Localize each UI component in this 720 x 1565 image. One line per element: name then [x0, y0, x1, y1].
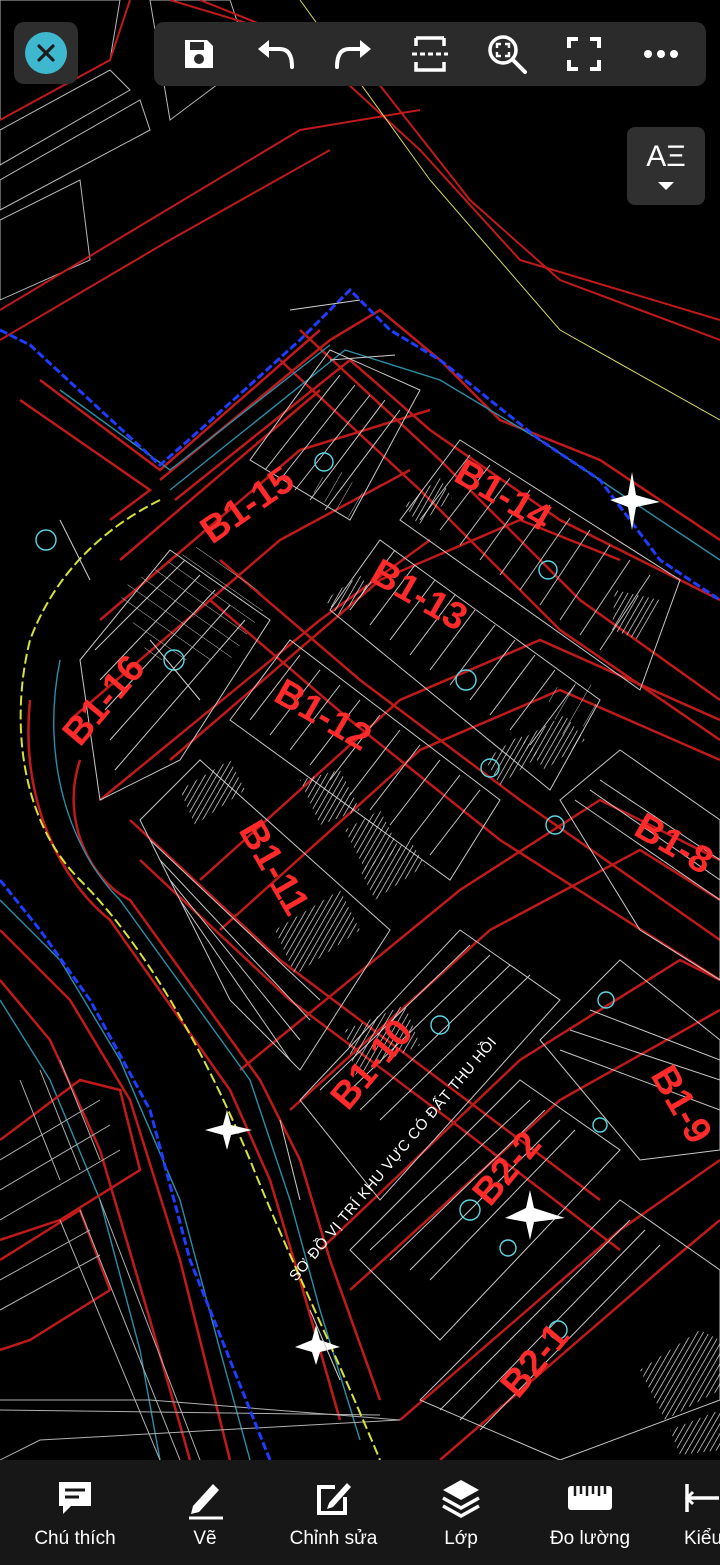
comment-icon: [55, 1476, 95, 1520]
fullscreen-button[interactable]: [554, 26, 614, 82]
fullscreen-icon: [567, 37, 602, 71]
tab-draw[interactable]: Vẽ: [160, 1460, 250, 1565]
save-button[interactable]: [169, 26, 229, 82]
text-style-button[interactable]: AΞ: [627, 127, 705, 205]
bottom-tab-bar: Chú thích Vẽ Chỉnh sửa Lớp Đo lường Kiểu: [0, 1460, 720, 1565]
tab-label: Lớp: [444, 1528, 478, 1549]
tab-label: Vẽ: [193, 1528, 217, 1549]
roads: [19, 308, 720, 1460]
cad-drawing: B1-15 B1-14 B1-13 B1-16 B1-12 B1-11 B1-8…: [0, 0, 720, 1460]
tab-edit[interactable]: Chỉnh sửa: [276, 1460, 391, 1565]
tab-style[interactable]: Kiểu: [668, 1460, 720, 1565]
more-button[interactable]: [631, 26, 691, 82]
drawing-canvas[interactable]: B1-15 B1-14 B1-13 B1-16 B1-12 B1-11 B1-8…: [0, 0, 720, 1460]
tab-label: Chú thích: [34, 1528, 116, 1549]
tab-label: Đo lường: [549, 1528, 631, 1549]
undo-button[interactable]: [246, 26, 306, 82]
plot-label: B1-12: [268, 671, 379, 759]
section-button[interactable]: [400, 26, 460, 82]
tab-label: Kiểu: [683, 1528, 720, 1549]
text-style-icon: AΞ: [646, 140, 686, 173]
tab-label: Chỉnh sửa: [289, 1528, 378, 1549]
redo-button[interactable]: [323, 26, 383, 82]
redo-icon: [334, 40, 371, 69]
close-icon: [25, 32, 67, 74]
top-toolbar: [154, 22, 706, 86]
more-icon: [644, 50, 679, 58]
pencil-icon: [183, 1476, 227, 1520]
edit-icon: [313, 1476, 355, 1520]
zoom-extents-icon: [488, 35, 528, 74]
dimension-icon: [683, 1476, 720, 1520]
tab-layers[interactable]: Lớp: [416, 1460, 506, 1565]
chevron-down-icon: [658, 182, 674, 190]
close-button[interactable]: [14, 22, 78, 84]
plot-label: B1-16: [55, 648, 154, 754]
hatched-areas: [118, 470, 720, 1455]
boundary-line: [0, 287, 720, 1460]
save-icon: [184, 40, 213, 68]
tab-measure[interactable]: Đo lường: [540, 1460, 640, 1565]
plot-label: B1-11: [230, 814, 317, 923]
layers-icon: [439, 1476, 483, 1520]
undo-icon: [257, 40, 294, 69]
tab-annotate[interactable]: Chú thích: [20, 1460, 130, 1565]
zoom-extents-button[interactable]: [477, 26, 537, 82]
parcel-blocks: [79, 349, 720, 1460]
north-arrow-marks: [205, 472, 660, 1365]
plot-label: B1-9: [642, 1059, 720, 1151]
ruler-icon: [566, 1476, 614, 1520]
section-icon: [411, 36, 448, 72]
